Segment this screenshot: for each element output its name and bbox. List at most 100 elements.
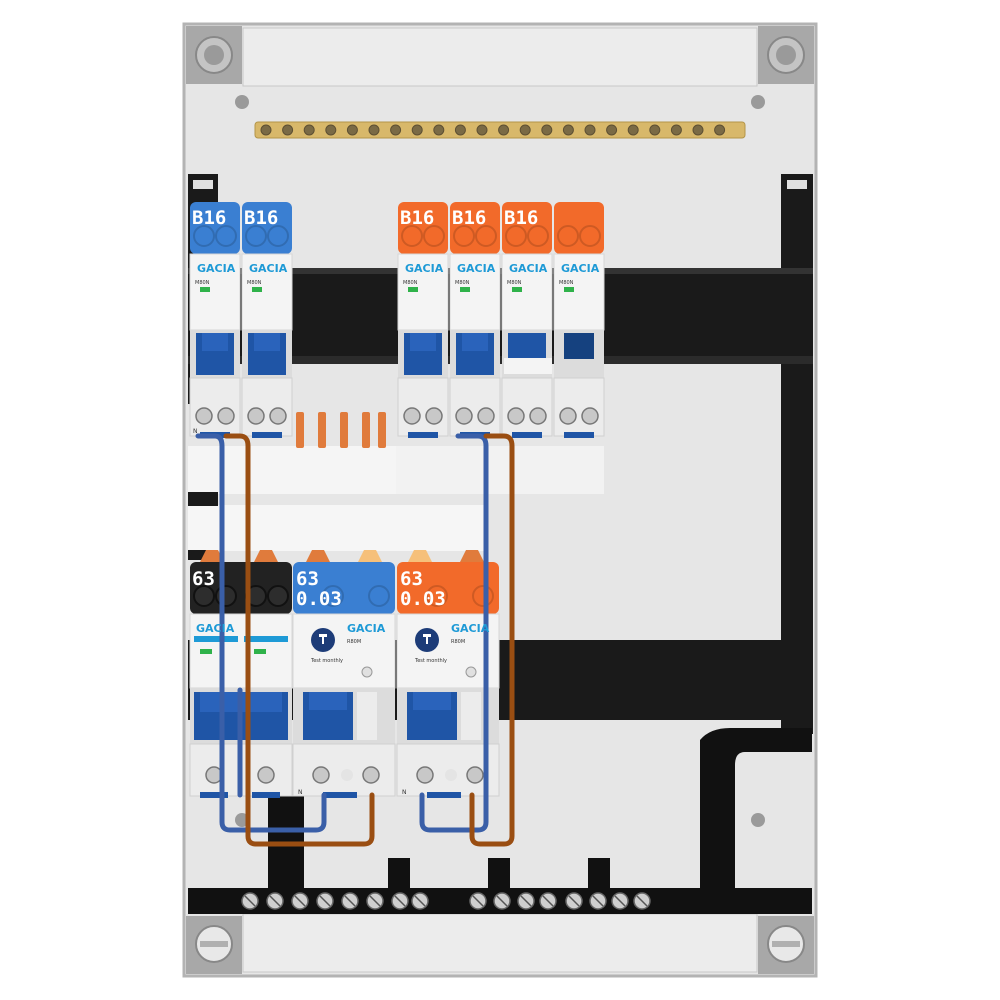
terminal-screw-icon bbox=[581, 407, 599, 425]
rcd-cap bbox=[293, 562, 395, 614]
device-labels: B16GACIAM80NB16GACIAM80NB16GACIAM80NB16G… bbox=[192, 207, 600, 796]
cap-screw-icon bbox=[453, 225, 475, 247]
corner-mount-top-right bbox=[758, 26, 814, 84]
copper-pins bbox=[296, 412, 386, 448]
top-breaker-row bbox=[189, 202, 605, 438]
busbar-hole-icon bbox=[411, 124, 423, 136]
mcb-breaker bbox=[553, 202, 605, 438]
busbar-hole-icon bbox=[282, 124, 294, 136]
busbar-feed-tab bbox=[358, 550, 382, 562]
cap-screw-icon bbox=[215, 225, 237, 247]
neutral-stem-3 bbox=[488, 858, 510, 890]
busbar-hole-icon bbox=[433, 124, 445, 136]
screw-slot bbox=[496, 895, 508, 907]
screw-slot bbox=[244, 895, 256, 907]
terminal-clamp bbox=[512, 432, 542, 438]
screw-slot bbox=[369, 895, 381, 907]
terminal-screw-icon bbox=[477, 407, 495, 425]
busbar-hole-icon bbox=[670, 124, 682, 136]
corner-mount-bottom-left bbox=[186, 916, 242, 974]
busbar-hole-icon bbox=[498, 124, 510, 136]
terminal-screws bbox=[241, 892, 651, 910]
rcd-cap bbox=[397, 562, 499, 614]
breaker-face bbox=[449, 253, 501, 331]
test-monthly-label: Test monthly bbox=[414, 658, 447, 664]
cap-screw-icon bbox=[245, 225, 267, 247]
terminal-screw-icon bbox=[466, 766, 484, 784]
wire-blue-2 bbox=[419, 433, 489, 833]
terminal-clamp bbox=[427, 792, 461, 798]
terminal-clamp bbox=[323, 792, 357, 798]
brand-logo: GACIA bbox=[451, 622, 490, 635]
breaker-model: M80N bbox=[195, 280, 210, 286]
wire-brown-2 bbox=[469, 433, 515, 847]
busbar-feed-tab bbox=[306, 550, 330, 562]
screw-slot bbox=[520, 895, 532, 907]
earth-busbar bbox=[254, 121, 746, 139]
cap-screw-icon bbox=[267, 585, 289, 607]
busbar-hole-icon bbox=[476, 124, 488, 136]
bottom-device-row bbox=[189, 550, 500, 798]
screw-slot bbox=[394, 895, 406, 907]
screw-hole-icon bbox=[751, 813, 765, 827]
screw-slot bbox=[636, 895, 648, 907]
terminal-block bbox=[553, 377, 605, 437]
terminal-screw-icon bbox=[403, 407, 421, 425]
status-indicator bbox=[512, 287, 522, 292]
cap-screw-icon bbox=[423, 225, 445, 247]
rcd-device bbox=[292, 562, 396, 798]
terminal-screw-icon bbox=[217, 407, 235, 425]
status-indicator bbox=[408, 287, 418, 292]
cap-screw-icon bbox=[193, 585, 215, 607]
terminal-screw-icon bbox=[341, 769, 353, 781]
neutral-terminal-label: N bbox=[402, 789, 407, 796]
busbar-hole-icon bbox=[541, 124, 553, 136]
screw-slot bbox=[414, 895, 426, 907]
busbar-holes bbox=[260, 124, 726, 136]
busbar-hole-icon bbox=[303, 124, 315, 136]
terminal-screw-icon bbox=[445, 769, 457, 781]
cap-screw-icon bbox=[401, 225, 423, 247]
breaker-model: M80N bbox=[403, 280, 418, 286]
brand-logo: GACIA bbox=[405, 262, 444, 275]
terminal-screw-icon bbox=[507, 407, 525, 425]
neutral-terminal-label: N bbox=[193, 428, 198, 435]
din-rail-top-lower-edge bbox=[188, 356, 813, 364]
rcd-model: R80M bbox=[451, 639, 465, 645]
rcd-sensitivity: 0.03 bbox=[400, 588, 446, 610]
cap-screw-icon bbox=[475, 225, 497, 247]
indicator-window-icon bbox=[465, 666, 477, 678]
toggle-lever bbox=[410, 333, 436, 351]
terminal-clamp bbox=[200, 792, 228, 798]
left-channel-slot bbox=[193, 180, 213, 189]
breaker-rating: B16 bbox=[452, 207, 486, 229]
brand-logo: GACIA bbox=[457, 262, 496, 275]
corner-mount-top-left bbox=[186, 26, 242, 84]
terminal-clamp bbox=[564, 432, 594, 438]
busbar-hole-icon bbox=[454, 124, 466, 136]
cap-screw-icon bbox=[267, 225, 289, 247]
toggle-gap bbox=[461, 692, 481, 740]
screw-slot bbox=[269, 895, 281, 907]
rcd-model: R80M bbox=[347, 639, 361, 645]
breaker-model: M80N bbox=[559, 280, 574, 286]
status-indicator bbox=[252, 287, 262, 292]
terminal-screw-icon bbox=[529, 407, 547, 425]
brand-logo: GACIA bbox=[561, 262, 600, 275]
toggle-lever bbox=[309, 692, 347, 710]
rcd-rating: 63 bbox=[296, 568, 319, 590]
cap-screw-icon bbox=[505, 225, 527, 247]
busbar-hole-icon bbox=[346, 124, 358, 136]
brand-stripe bbox=[244, 636, 288, 642]
cap-screw-icon bbox=[527, 225, 549, 247]
terminal-clamp bbox=[408, 432, 438, 438]
corner-mount-bottom-right bbox=[758, 916, 814, 974]
busbar-hole-icon bbox=[649, 124, 661, 136]
toggle-lever bbox=[202, 333, 228, 351]
mcb-breaker bbox=[241, 202, 293, 438]
comb-busbar-top-right bbox=[396, 446, 604, 494]
neutral-stem-2 bbox=[388, 858, 410, 890]
status-indicator bbox=[200, 287, 210, 292]
terminal-screw-icon bbox=[312, 766, 330, 784]
